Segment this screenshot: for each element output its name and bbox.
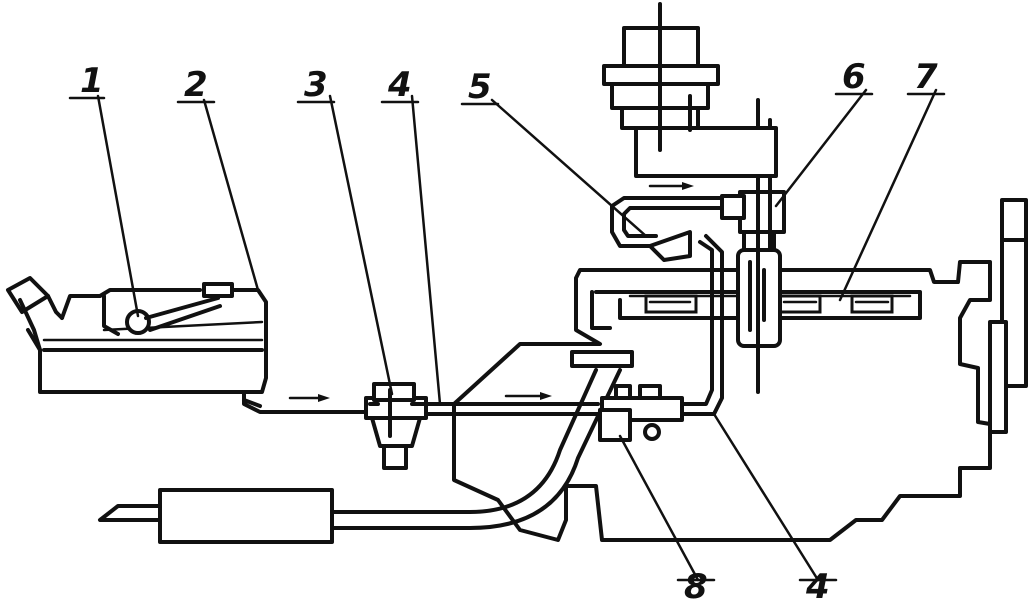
leader-line-4-bottom — [712, 412, 820, 582]
fuel-tank — [6, 276, 268, 394]
leader-lines — [96, 88, 938, 582]
fuel-feed-pump — [598, 384, 684, 442]
callout-1: 1 — [80, 61, 104, 101]
fuel-level-sensor — [102, 294, 222, 336]
leader-line-7 — [838, 88, 938, 302]
exhaust-manifold-flange — [570, 350, 634, 368]
callout-labels: 1 2 3 4 5 6 7 8 4 — [68, 57, 946, 607]
callout-2: 2 — [184, 65, 208, 105]
flywheel-housing — [988, 198, 1028, 434]
leader-line-3 — [328, 94, 394, 396]
exhaust-system — [98, 350, 634, 544]
fuel-line-tank-to-filter — [242, 390, 368, 414]
leader-line-2 — [202, 98, 260, 292]
air-cleaner — [602, 2, 778, 178]
injection-pump-assembly — [720, 98, 786, 394]
fuel-line-pump-to-fine-filter — [680, 234, 724, 416]
callout-7: 7 — [914, 57, 938, 97]
callout-3: 3 — [304, 65, 328, 105]
leader-line-6 — [774, 88, 868, 208]
callout-6: 6 — [842, 57, 866, 97]
coarse-fuel-filter — [364, 382, 428, 470]
leader-line-1 — [96, 94, 140, 318]
leader-line-5 — [490, 98, 648, 238]
leader-line-8 — [618, 434, 700, 582]
tank-cap — [202, 282, 234, 298]
callout-8: 8 — [684, 567, 708, 607]
callout-4-bottom: 4 — [805, 567, 830, 607]
callout-5: 5 — [468, 67, 492, 107]
callout-4-top: 4 — [387, 65, 412, 105]
leader-line-4-top — [410, 94, 442, 406]
fine-fuel-filter — [610, 182, 728, 262]
